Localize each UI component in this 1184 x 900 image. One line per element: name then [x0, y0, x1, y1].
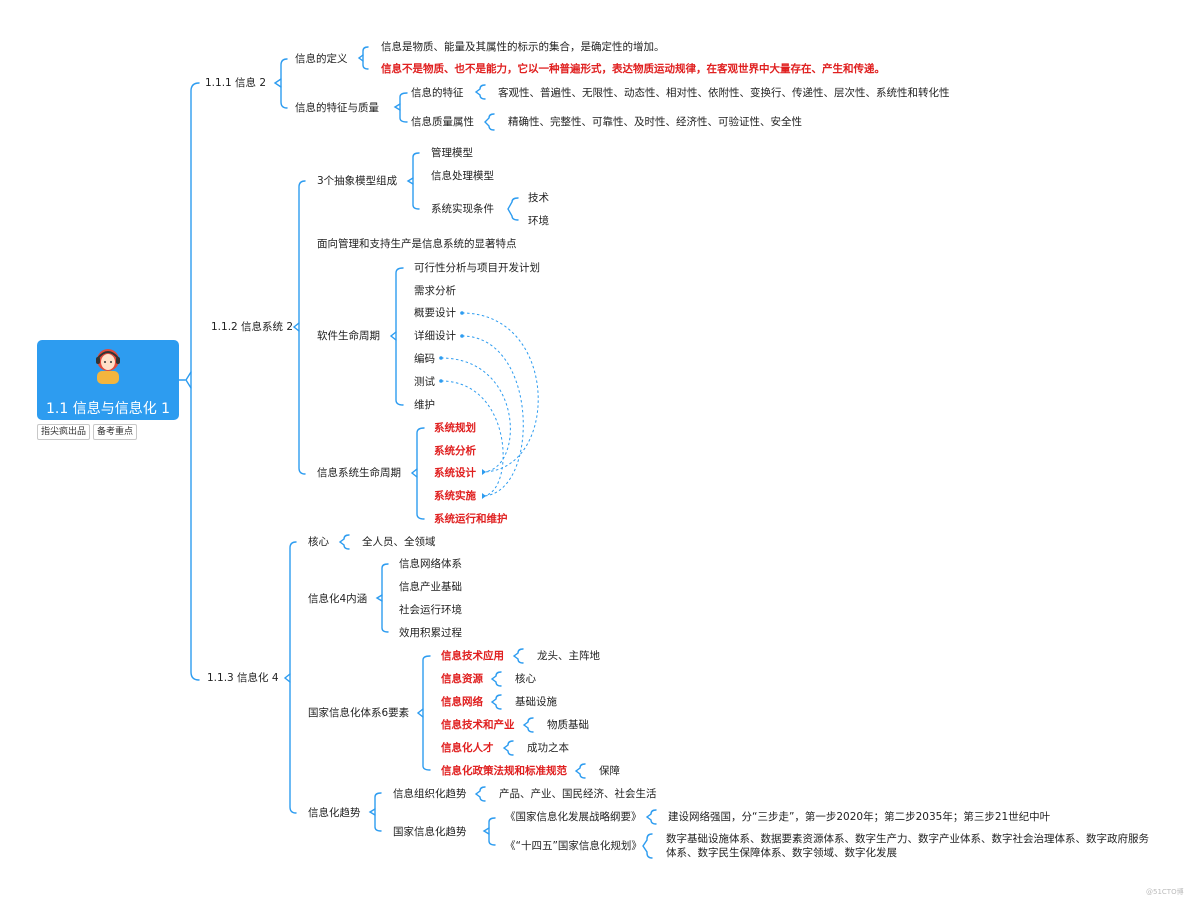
node-element-detail: 基础设施: [515, 696, 557, 708]
node-connotation: 信息网络体系: [399, 558, 462, 570]
node-connotation: 社会运行环境: [399, 604, 462, 616]
node-info-features[interactable]: 信息的特征: [411, 87, 464, 99]
node-sw-stage: 概要设计: [414, 307, 456, 319]
node-is-lifecycle[interactable]: 信息系统生命周期: [317, 467, 401, 479]
node-core[interactable]: 核心: [308, 536, 329, 548]
node-sw-stage: 需求分析: [414, 285, 456, 297]
section-info[interactable]: 1.1.1 信息 2: [205, 77, 267, 89]
node-sw-stage: 编码: [414, 353, 435, 365]
node-element-detail: 龙头、主阵地: [537, 650, 600, 662]
node-info-quality[interactable]: 信息质量属性: [411, 116, 474, 128]
node-implementation-conditions[interactable]: 系统实现条件: [431, 203, 494, 215]
node-connotation: 效用积累过程: [399, 627, 462, 639]
node-sw-stage: 可行性分析与项目开发计划: [414, 262, 540, 274]
node-org-trend-detail: 产品、产业、国民经济、社会生活: [499, 788, 657, 800]
node-trends[interactable]: 信息化趋势: [308, 807, 361, 819]
node-six-elements[interactable]: 国家信息化体系6要素: [308, 707, 410, 719]
node-info-features-detail: 客观性、普遍性、无限性、动态性、相对性、依附性、变换行、传递性、层次性、系统性和…: [498, 87, 950, 99]
node-definition-highlight: 信息不是物质、也不是能力，它以一种普遍形式，表达物质运动规律，在客观世界中大量存…: [381, 63, 885, 75]
node-is-stage: 系统分析: [434, 445, 476, 457]
node-element-detail: 物质基础: [547, 719, 589, 731]
node-core-detail: 全人员、全领域: [362, 536, 436, 548]
node-management-model: 管理模型: [431, 147, 473, 159]
node-is-stage: 系统运行和维护: [434, 513, 508, 525]
node-element[interactable]: 信息资源: [441, 673, 483, 685]
watermark: @51CTO博客: [1146, 888, 1184, 896]
node-element[interactable]: 信息网络: [441, 696, 483, 708]
node-info-features-quality[interactable]: 信息的特征与质量: [295, 102, 379, 114]
node-element[interactable]: 信息化政策法规和标准规范: [441, 765, 567, 777]
node-abstract-models[interactable]: 3个抽象模型组成: [317, 175, 398, 187]
node-plan-14th[interactable]: 《“十四五”国家信息化规划》: [505, 840, 642, 852]
node-system-feature: 面向管理和支持生产是信息系统的显著特点: [317, 238, 517, 250]
tag-author: 指尖疯出品: [37, 424, 91, 440]
node-sw-stage: 测试: [414, 376, 435, 388]
tag-focus: 备考重点: [93, 424, 138, 440]
node-sw-stage: 详细设计: [414, 330, 456, 342]
node-plan-14th-detail-line2: 体系、数字民生保障体系、数字领域、数字化发展: [666, 847, 897, 859]
root-node[interactable]: 1.1 信息与信息化 1: [37, 340, 179, 420]
node-plan-outline[interactable]: 《国家信息化发展战略纲要》: [505, 811, 642, 823]
node-element[interactable]: 信息化人才: [441, 742, 494, 754]
node-is-stage: 系统规划: [434, 422, 476, 434]
section-informatization[interactable]: 1.1.3 信息化 4: [207, 672, 279, 684]
node-four-connotations[interactable]: 信息化4内涵: [308, 593, 368, 605]
node-info-definition[interactable]: 信息的定义: [295, 53, 348, 65]
root-title: 1.1 信息与信息化 1: [46, 401, 171, 417]
node-connotation: 信息产业基础: [399, 581, 462, 593]
node-national-trend[interactable]: 国家信息化趋势: [393, 826, 467, 838]
node-condition-tech: 技术: [528, 192, 549, 204]
node-plan-14th-detail-line1: 数字基础设施体系、数据要素资源体系、数字生产力、数字产业体系、数字社会治理体系、…: [666, 833, 1149, 845]
node-is-stage: 系统设计: [434, 467, 476, 479]
node-element-detail: 核心: [515, 673, 536, 685]
node-info-quality-detail: 精确性、完整性、可靠性、及时性、经济性、可验证性、安全性: [508, 116, 802, 128]
section-info-system[interactable]: 1.1.2 信息系统 2: [211, 321, 294, 333]
node-condition-env: 环境: [528, 215, 549, 227]
node-sw-stage: 维护: [414, 399, 435, 411]
node-definition-text: 信息是物质、能量及其属性的标示的集合，是确定性的增加。: [381, 41, 665, 53]
node-element-detail: 成功之本: [527, 742, 569, 754]
node-org-trend[interactable]: 信息组织化趋势: [393, 788, 467, 800]
node-element[interactable]: 信息技术和产业: [441, 719, 515, 731]
node-software-lifecycle[interactable]: 软件生命周期: [317, 330, 380, 342]
node-plan-outline-detail: 建设网络强国，分“三步走”，第一步2020年；第二步2035年；第三步21世纪中…: [668, 811, 1051, 823]
node-processing-model: 信息处理模型: [431, 170, 494, 182]
node-element-detail: 保障: [599, 765, 620, 777]
node-is-stage: 系统实施: [434, 490, 476, 502]
node-element[interactable]: 信息技术应用: [441, 650, 504, 662]
person-headset-icon: [96, 349, 120, 384]
